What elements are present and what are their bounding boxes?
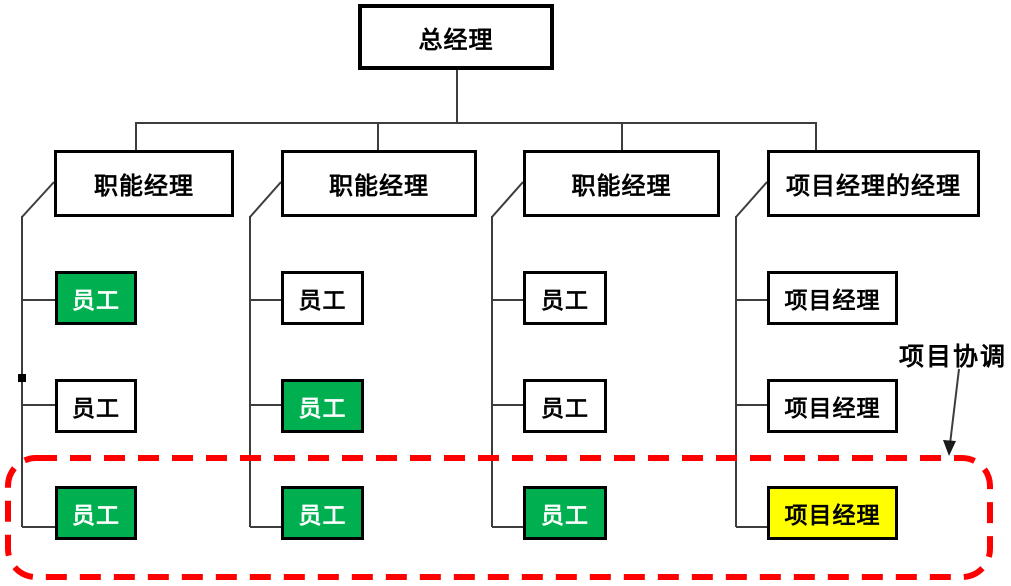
- functional-manager-box-3: 职能经理: [523, 150, 720, 217]
- employee-box-c2-r1: 员工: [281, 271, 364, 325]
- functional-manager-box-1: 职能经理: [54, 150, 234, 217]
- connection-handle: [18, 374, 26, 382]
- top-connector: [135, 70, 817, 151]
- column-spine-4: [735, 181, 769, 528]
- employee-box-c1-r3: 员工: [55, 486, 137, 540]
- project-managers-manager-box: 项目经理的经理: [767, 150, 980, 217]
- functional-manager-box-2: 职能经理: [281, 150, 477, 217]
- employee-box-c1-r2: 员工: [55, 379, 137, 433]
- column-spine-2: [249, 181, 283, 528]
- general-manager-box: 总经理: [358, 4, 554, 70]
- project-coordination-label: 项目协调: [899, 342, 1008, 371]
- annotation-arrow: [943, 368, 960, 456]
- employee-box-c3-r3: 员工: [523, 486, 607, 540]
- project-manager-box-r2: 项目经理: [767, 379, 898, 433]
- column-spine-1: [21, 181, 57, 528]
- dashed-region-border: [5, 455, 993, 580]
- project-manager-box-r3: 项目经理: [767, 486, 898, 540]
- employee-box-c3-r1: 员工: [523, 271, 607, 325]
- employee-box-c2-r2: 员工: [281, 379, 364, 433]
- column-spine-3: [491, 181, 525, 528]
- employee-box-c2-r3: 员工: [281, 486, 364, 540]
- project-manager-box-r1: 项目经理: [767, 271, 898, 325]
- employee-box-c3-r2: 员工: [523, 379, 607, 433]
- employee-box-c1-r1: 员工: [55, 271, 137, 325]
